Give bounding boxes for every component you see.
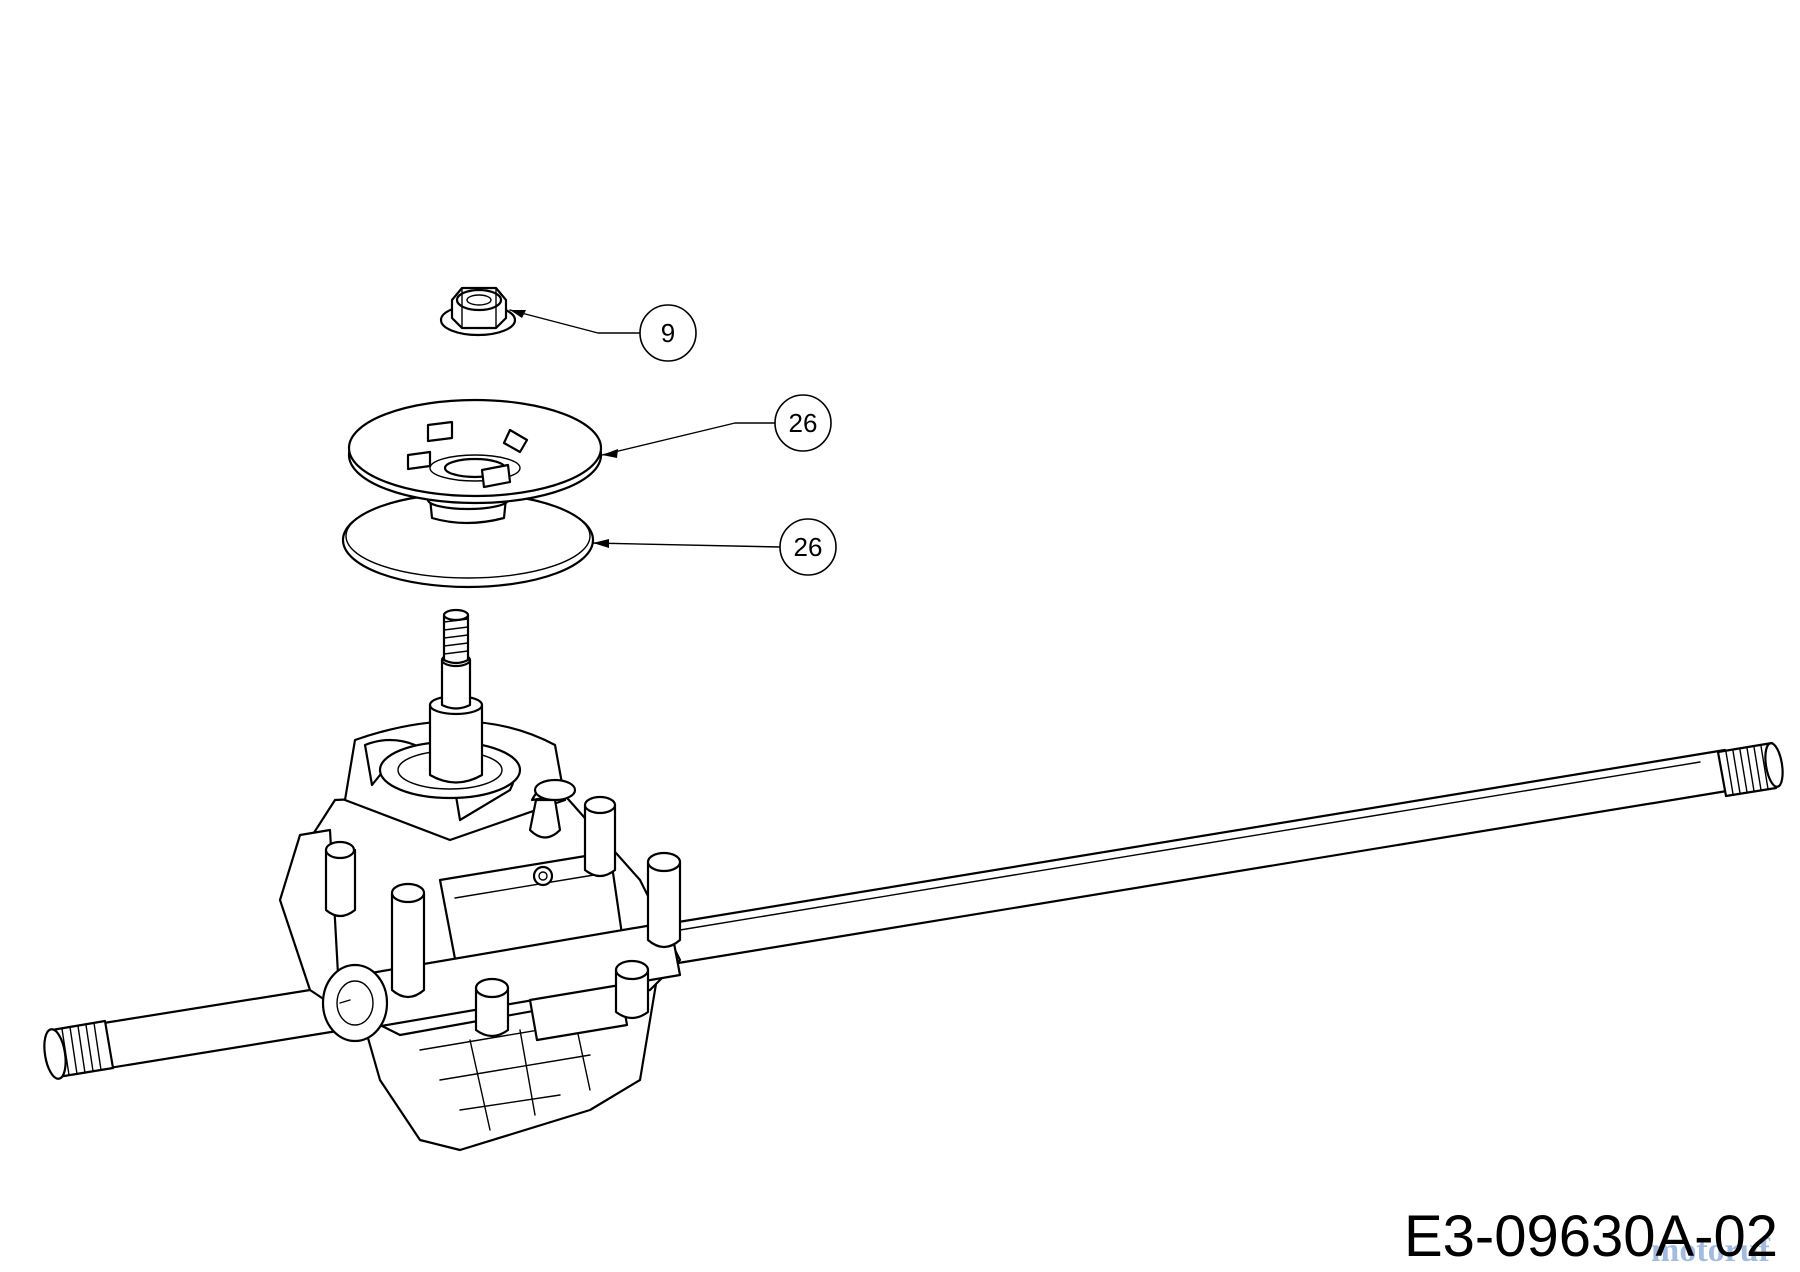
input-shaft [428,608,484,784]
callout-label: 9 [661,318,675,348]
upper-pulley-half [347,398,603,505]
watermark-logo: motoruf [1651,1232,1770,1269]
left-splined-end [43,1019,115,1080]
callout-9: 9 [509,304,697,362]
callout-26-upper: 26 [601,394,832,458]
right-splined-end [1716,741,1784,798]
bolt-posts [324,795,682,1038]
callout-label: 26 [789,408,818,438]
drawing-number: E3-09630A-02 [1403,1204,1778,1269]
gearbox-housing [278,720,682,1152]
flange-nut [439,286,517,337]
callout-label: 26 [794,532,823,562]
callout-26-lower: 26 [592,518,837,576]
breather-cap [528,778,577,839]
lower-pulley-half [341,489,595,589]
